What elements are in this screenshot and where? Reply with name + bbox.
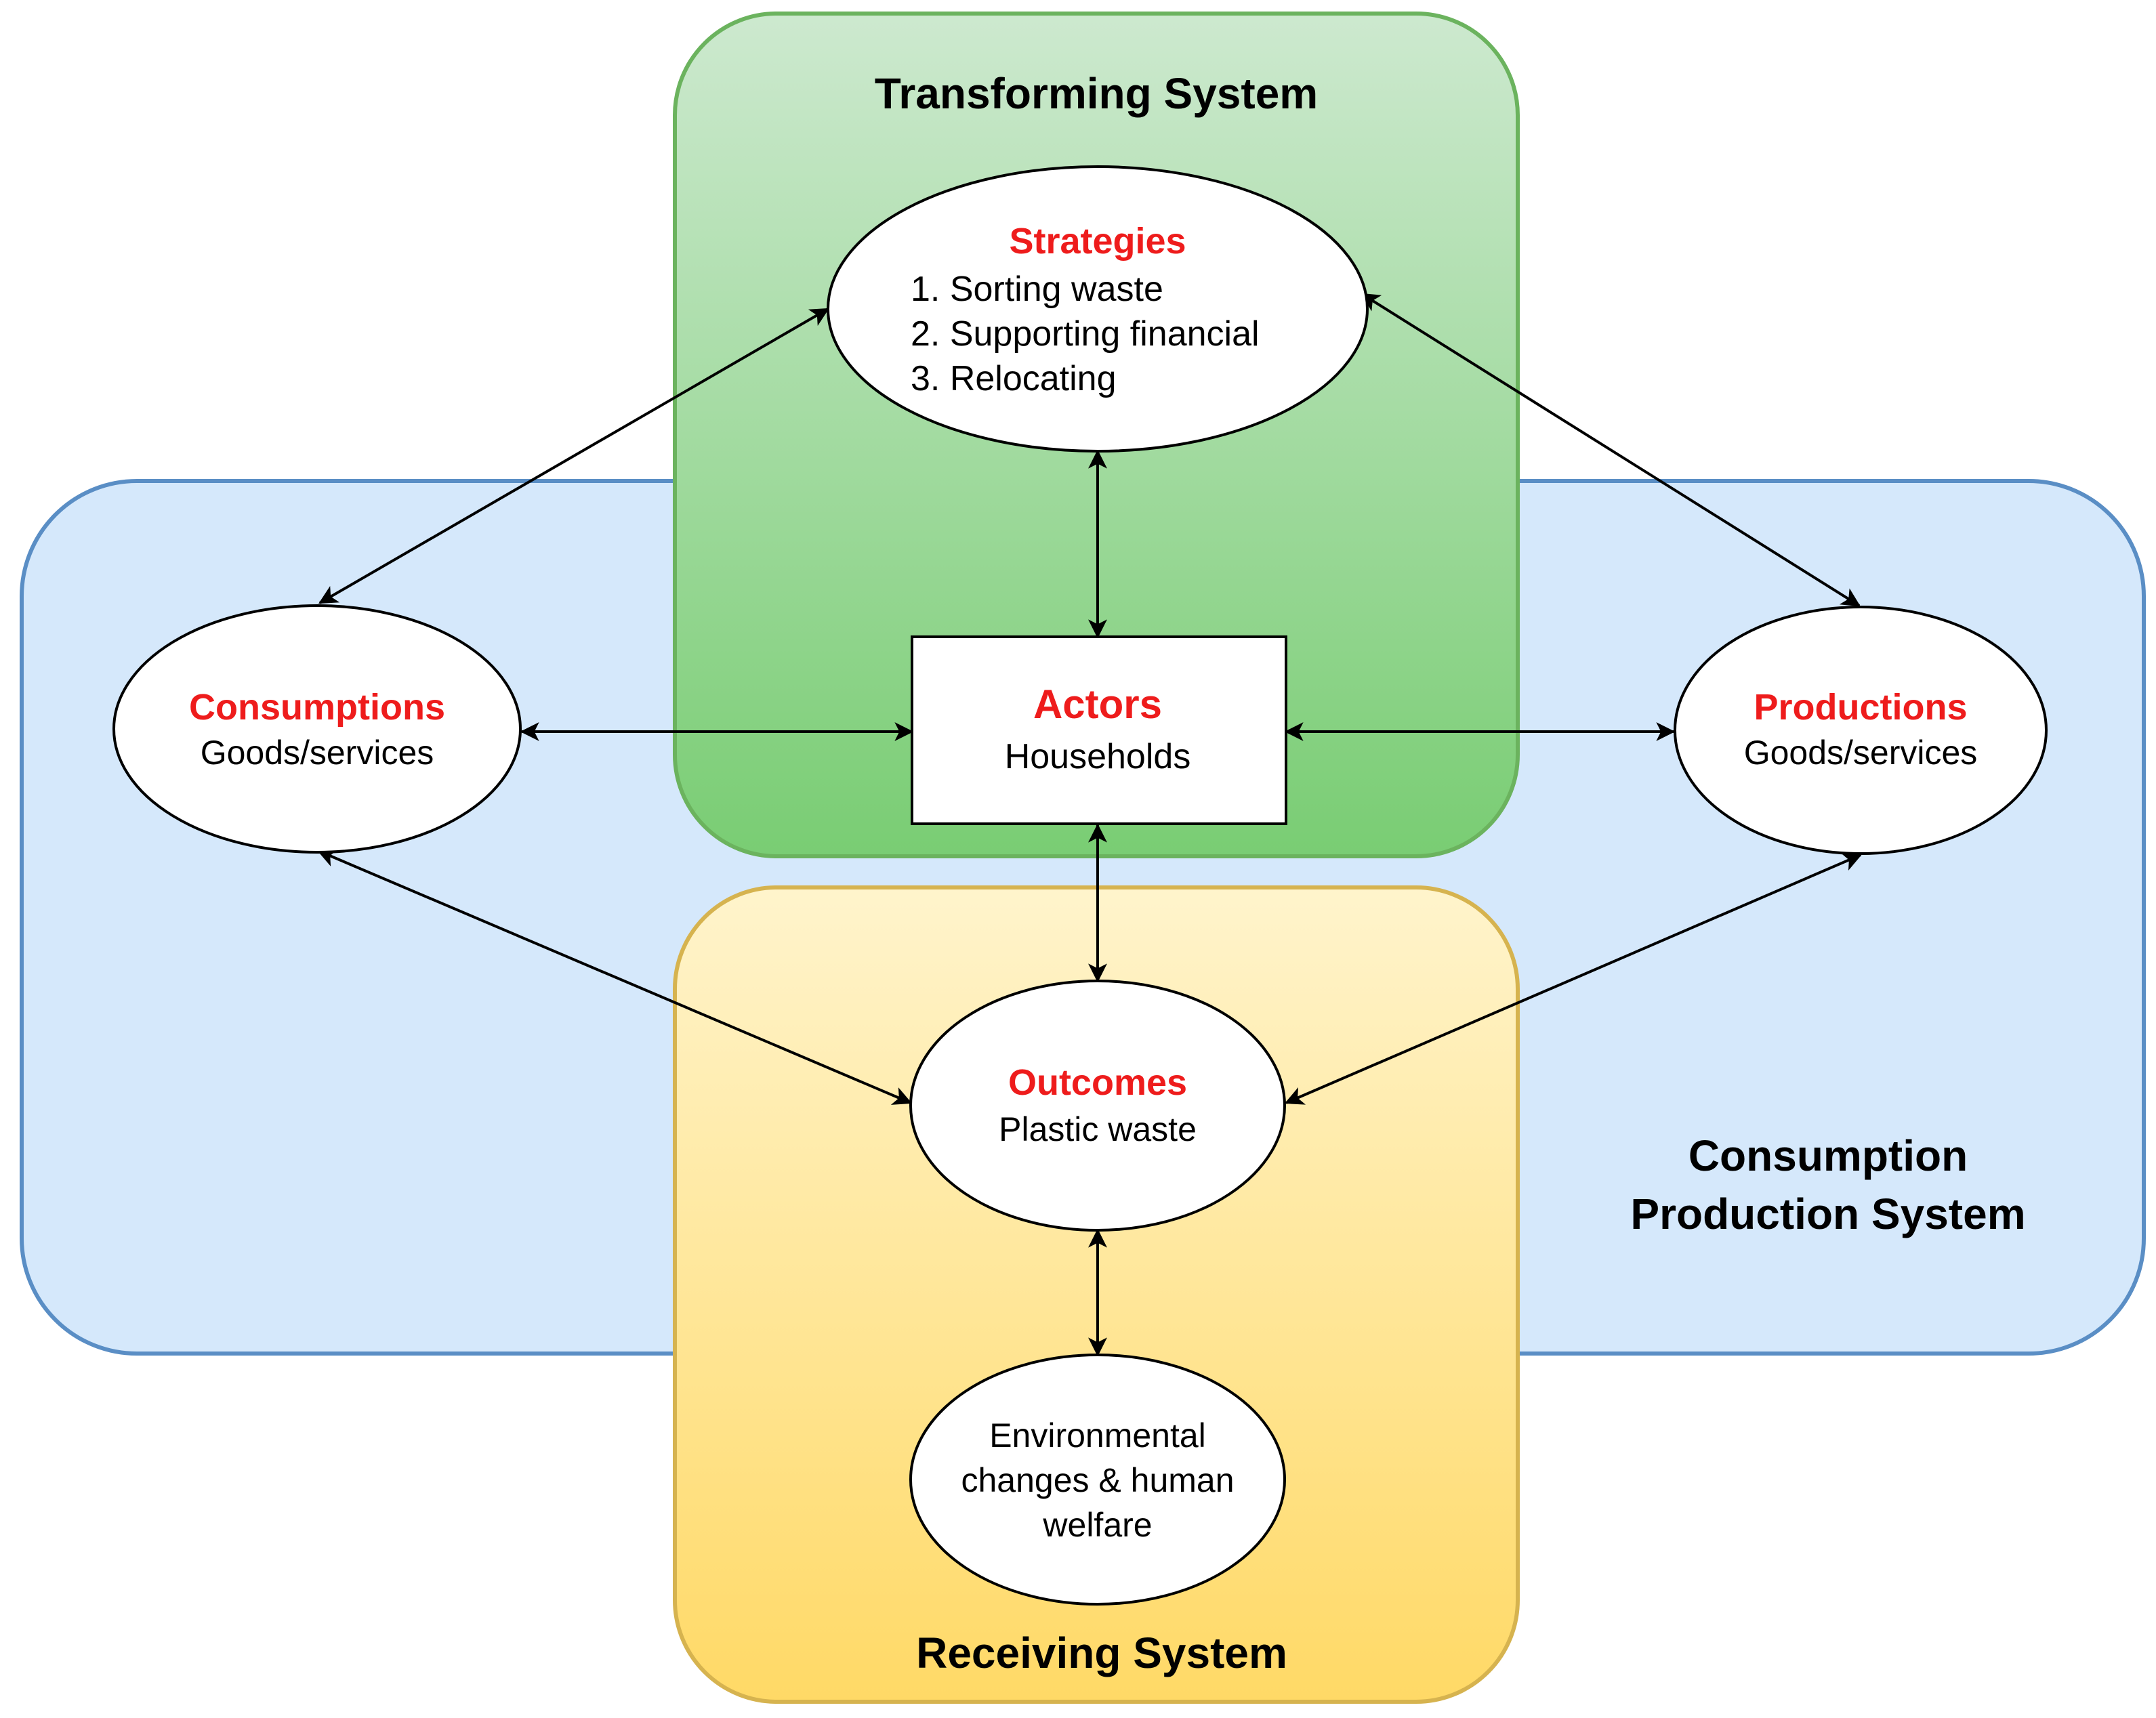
actors-node: Actors Households: [911, 635, 1287, 825]
consumptions-node: Consumptions Goods/services: [112, 604, 522, 854]
actors-subtitle: Households: [1005, 737, 1191, 776]
environmental-ellipse: [909, 1354, 1286, 1606]
outcomes-ellipse: [909, 980, 1286, 1232]
consumption-production-title-line1: Consumption: [1688, 1131, 1968, 1180]
consumptions-title: Consumptions: [189, 687, 445, 728]
productions-subtitle: Goods/services: [1744, 734, 1978, 772]
connectors: [316, 293, 1863, 1357]
environmental-line-2: changes & human: [961, 1461, 1234, 1499]
strategies-ellipse: [827, 165, 1369, 453]
arrow-strategies-consumptions: [318, 308, 830, 604]
arrow-strategies-productions: [1361, 293, 1861, 607]
outcomes-title: Outcomes: [1008, 1062, 1187, 1103]
consumption-production-title-line2: Production System: [1630, 1190, 2025, 1238]
environmental-line-1: Environmental: [989, 1417, 1206, 1454]
receiving-system-title: Receiving System: [916, 1629, 1287, 1677]
strategies-item-1: 1. Sorting waste: [911, 270, 1163, 309]
outcomes-subtitle: Plastic waste: [999, 1110, 1197, 1148]
productions-ellipse: [1674, 606, 2048, 855]
strategies-item-3: 3. Relocating: [911, 359, 1117, 398]
strategies-item-2: 2. Supporting financial: [911, 314, 1260, 354]
actors-title: Actors: [1033, 682, 1162, 727]
strategies-node: Strategies 1. Sorting waste 2. Supportin…: [827, 165, 1369, 453]
productions-title: Productions: [1754, 687, 1967, 728]
environmental-node: Environmental changes & human welfare: [909, 1354, 1286, 1606]
consumptions-subtitle: Goods/services: [201, 734, 434, 772]
productions-node: Productions Goods/services: [1674, 606, 2048, 855]
transforming-system-title: Transforming System: [875, 69, 1318, 118]
arrow-productions-outcomes: [1284, 853, 1863, 1105]
actors-box: [911, 635, 1287, 825]
outcomes-node: Outcomes Plastic waste: [909, 980, 1286, 1232]
arrow-consumptions-outcomes: [316, 849, 913, 1105]
consumptions-ellipse: [112, 604, 522, 854]
environmental-line-3: welfare: [1042, 1506, 1152, 1544]
strategies-title: Strategies: [1009, 221, 1186, 261]
